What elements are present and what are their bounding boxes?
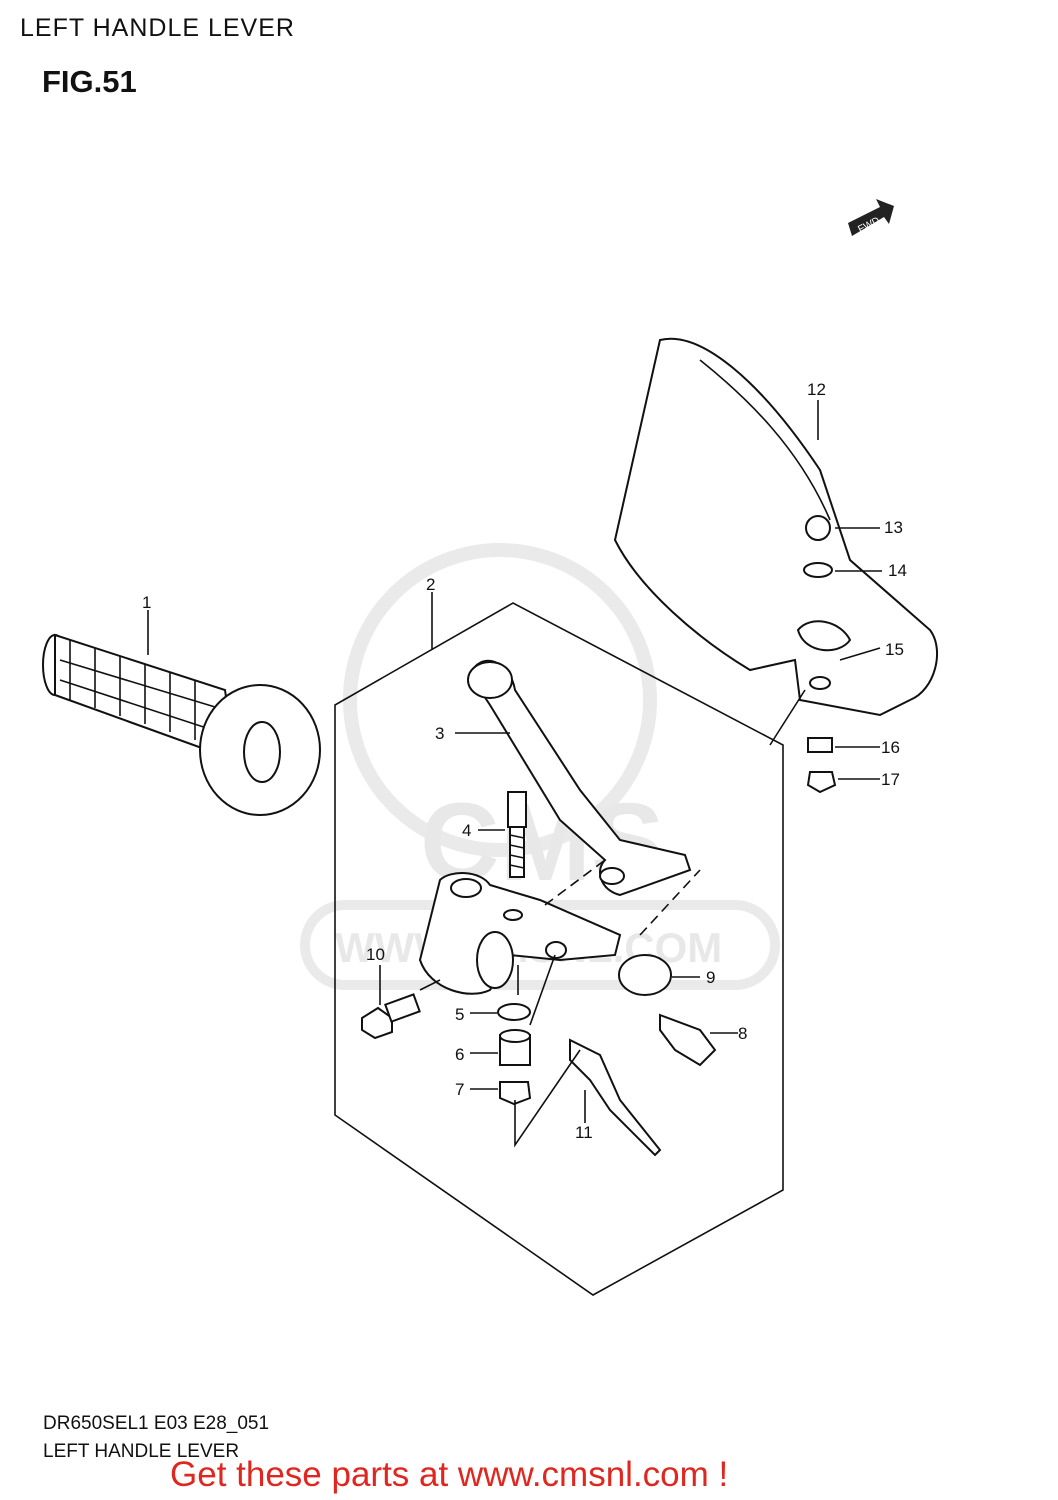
leader-lines	[147, 400, 882, 1148]
callout-5: 5	[455, 1005, 464, 1024]
promo-banner[interactable]: Get these parts at www.cmsnl.com !	[170, 1455, 729, 1494]
small-parts	[361, 954, 717, 1157]
page-header-title: LEFT HANDLE LEVER	[20, 14, 295, 42]
callout-11: 11	[575, 1123, 593, 1142]
callout-9: 9	[706, 968, 715, 987]
callout-7: 7	[455, 1080, 464, 1099]
grip-part	[42, 633, 321, 816]
callout-14: 14	[888, 561, 907, 580]
callout-12: 12	[807, 380, 826, 399]
lever-part	[467, 659, 692, 897]
callout-4: 4	[462, 821, 471, 840]
callout-2: 2	[426, 575, 435, 594]
callout-16: 16	[881, 738, 900, 757]
figure-number: FIG.51	[42, 64, 137, 99]
callout-3: 3	[435, 724, 444, 743]
callout-8: 8	[738, 1024, 747, 1043]
assembly-outline	[334, 602, 784, 1296]
callout-17: 17	[881, 770, 900, 789]
callout-13: 13	[884, 518, 903, 537]
callout-15: 15	[885, 640, 904, 659]
diagram-code: DR650SEL1 E03 E28_051	[43, 1413, 270, 1434]
callout-6: 6	[455, 1045, 464, 1064]
callout-1: 1	[142, 593, 151, 612]
bolt-part	[507, 791, 527, 878]
fwd-arrow-icon: FWD	[848, 199, 894, 236]
callout-labels: 1 2 3 4 5 6 7 8 9 10 11 12 13 14 15 16 1…	[142, 380, 907, 1142]
footer-title: LEFT HANDLE LEVER	[43, 1441, 240, 1462]
lever-holder-part	[418, 872, 622, 995]
hand-guard-part	[613, 337, 939, 794]
callout-10: 10	[366, 945, 385, 964]
